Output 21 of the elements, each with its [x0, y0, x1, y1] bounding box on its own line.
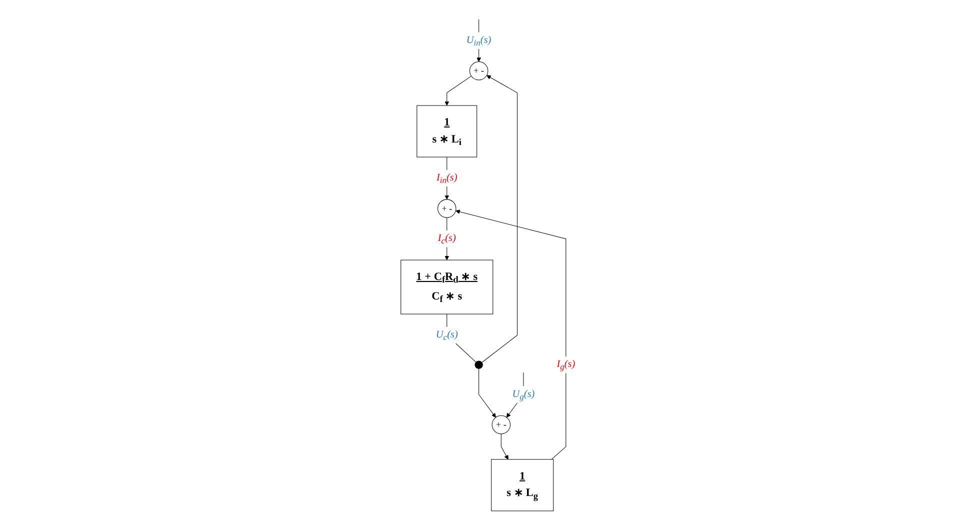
arrow: [456, 210, 566, 460]
node-box: 1 + C$_{f}$R$_{d}$ ∗ s C$_{f}$ ∗ s: [400, 260, 494, 314]
arrow: [506, 372, 524, 418]
connector: [446, 314, 476, 362]
node-circle: + -: [469, 62, 488, 80]
node-box: 1 s ∗ L$_{i}$: [416, 105, 478, 158]
edge-label: I$_{c}$(s): [438, 232, 456, 246]
node-circle: + -: [438, 199, 456, 218]
edge-label: I$_{g}$(s): [556, 358, 576, 372]
arrow: [444, 76, 472, 106]
node-box: 1 s ∗ L$_{g}$: [491, 459, 554, 512]
arrow: [444, 156, 450, 200]
edge-label: U$_{g}$(s): [512, 388, 535, 402]
edge-label: I$_{in}$(s): [436, 172, 458, 186]
arrow: [478, 368, 496, 418]
arrow: [482, 75, 518, 363]
edge-label: U$_{c}$(s): [436, 328, 458, 342]
edge-label: U$_{in}$(s): [466, 34, 492, 48]
node-circle: + -: [492, 415, 511, 434]
node-circle: [474, 360, 483, 369]
arrow: [500, 434, 508, 460]
